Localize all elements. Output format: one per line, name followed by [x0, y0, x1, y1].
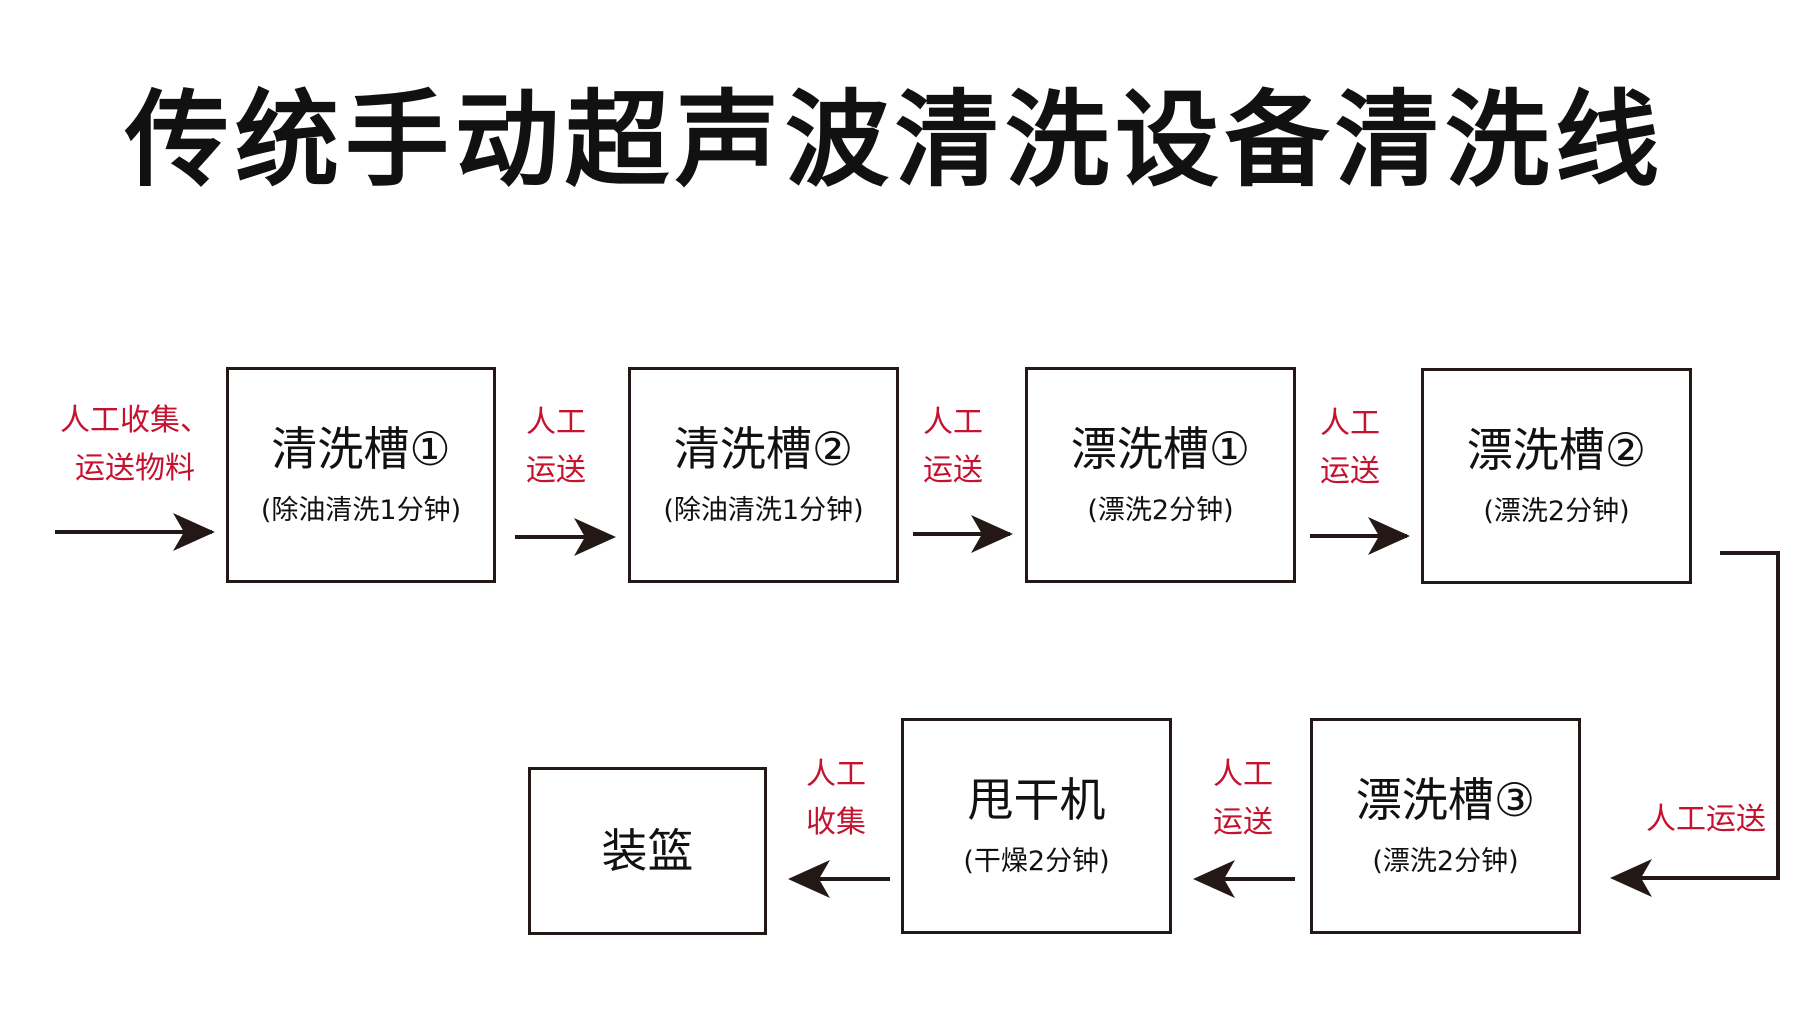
step-box-rinse-tank-1: 漂洗槽① (漂洗2分钟) — [1025, 367, 1296, 583]
step-title: 甩干机 — [967, 773, 1106, 828]
label-line: 运送物料 — [75, 451, 195, 486]
label-line: 人工 — [526, 405, 586, 440]
label-line: 收集 — [806, 805, 866, 840]
step-box-basket-loading: 装篮 — [528, 767, 767, 935]
label-transfer-1: 人工 运送 — [516, 399, 596, 495]
step-box-cleaning-tank-2: 清洗槽② (除油清洗1分钟) — [628, 367, 899, 583]
label-transfer-2: 人工 运送 — [913, 399, 993, 495]
label-line: 人工收集、 — [60, 403, 210, 438]
arrowhead-3-4 — [1368, 517, 1410, 555]
step-detail: (干燥2分钟) — [963, 845, 1110, 877]
arrowhead-start — [173, 513, 215, 551]
arrowhead-5-6 — [1193, 860, 1235, 898]
label-line: 运送 — [1213, 805, 1273, 840]
label-line: 人工 — [1213, 757, 1273, 792]
step-detail: (漂洗2分钟) — [1372, 845, 1519, 877]
connector-4-5 — [1620, 551, 1780, 880]
label-transfer-4: 人工运送 — [1646, 802, 1766, 837]
step-title: 漂洗槽③ — [1355, 773, 1536, 828]
label-transfer-5: 人工 运送 — [1203, 751, 1283, 847]
step-box-cleaning-tank-1: 清洗槽① (除油清洗1分钟) — [226, 367, 496, 583]
arrowhead-2-3 — [971, 515, 1013, 553]
label-line: 运送 — [526, 453, 586, 488]
step-box-rinse-tank-2: 漂洗槽② (漂洗2分钟) — [1421, 368, 1692, 584]
step-box-spin-dryer: 甩干机 (干燥2分钟) — [901, 718, 1172, 934]
arrowhead-1-2 — [574, 518, 616, 556]
step-detail: (除油清洗1分钟) — [260, 494, 462, 526]
label-line: 人工 — [923, 405, 983, 440]
diagram-title: 传统手动超声波清洗设备清洗线 — [125, 79, 1666, 201]
step-title: 漂洗槽① — [1070, 422, 1251, 477]
label-line: 运送 — [1320, 454, 1380, 489]
label-line: 人工 — [806, 757, 866, 792]
label-line: 运送 — [923, 453, 983, 488]
arrowhead-6-7 — [788, 860, 830, 898]
step-detail: (漂洗2分钟) — [1483, 495, 1630, 527]
step-title: 清洗槽① — [271, 422, 451, 477]
step-title: 清洗槽② — [673, 422, 854, 477]
label-start: 人工收集、 运送物料 — [55, 397, 215, 493]
step-detail: (除油清洗1分钟) — [663, 494, 864, 526]
label-line: 人工 — [1320, 406, 1380, 441]
step-box-rinse-tank-3: 漂洗槽③ (漂洗2分钟) — [1310, 718, 1581, 934]
step-detail: (漂洗2分钟) — [1087, 494, 1234, 526]
arrowhead-4-5 — [1610, 859, 1652, 897]
step-title: 漂洗槽② — [1466, 423, 1647, 478]
label-transfer-3: 人工 运送 — [1310, 400, 1390, 496]
label-transfer-6: 人工 收集 — [796, 751, 876, 847]
step-title: 装篮 — [601, 823, 694, 878]
